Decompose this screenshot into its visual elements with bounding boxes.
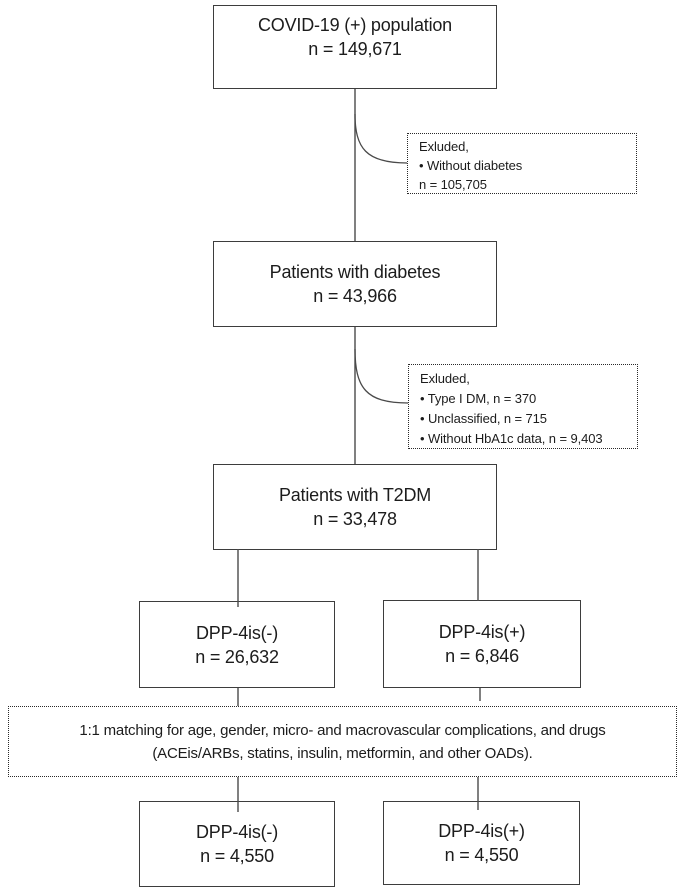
exclusion-2-item-hba1c: • Without HbA1c data, n = 9,403 <box>420 431 603 446</box>
exclusion-2-header: Exluded, <box>420 371 470 386</box>
box-patients-with-t2dm: Patients with T2DM n = 33,478 <box>213 464 497 550</box>
exclusion-1-item: • Without diabetes <box>419 158 523 173</box>
exclusion-box-t2dm-criteria: Exluded, • Type I DM, n = 370 • Unclassi… <box>408 364 638 449</box>
box-dpp4i-negative-title: DPP-4is(-) <box>196 622 278 643</box>
box-patients-with-diabetes: Patients with diabetes n = 43,966 <box>213 241 497 327</box>
box-dpp4i-positive: DPP-4is(+) n = 6,846 <box>383 600 581 688</box>
box-dpp4i-negative-matched: DPP-4is(-) n = 4,550 <box>139 801 335 887</box>
box-dpp4i-negative-count: n = 26,632 <box>195 646 279 667</box>
exclusion-box-without-diabetes: Exluded, • Without diabetes n = 105,705 <box>407 133 637 194</box>
box-diabetes-title: Patients with diabetes <box>269 262 441 282</box>
matching-criteria-line1: 1:1 matching for age, gender, micro- and… <box>79 721 606 739</box>
box-covid-population: COVID-19 (+) population n = 149,671 <box>213 5 497 89</box>
branch-curve-exclusion-1 <box>354 113 408 164</box>
box-t2dm-title: Patients with T2DM <box>278 485 432 505</box>
exclusion-2-item-type1dm: • Type I DM, n = 370 <box>420 391 537 406</box>
box-diabetes-count: n = 43,966 <box>313 286 397 306</box>
box-covid-population-count: n = 149,671 <box>308 39 402 59</box>
box-dpp4i-positive-count: n = 6,846 <box>445 646 519 666</box>
exclusion-2-item-unclassified: • Unclassified, n = 715 <box>420 411 547 426</box>
box-dpp4i-positive-matched-title: DPP-4is(+) <box>438 821 525 841</box>
box-dpp4i-negative-matched-title: DPP-4is(-) <box>196 822 278 842</box>
exclusion-1-header: Exluded, <box>419 139 469 154</box>
branch-curve-exclusion-2 <box>354 348 409 404</box>
exclusion-1-count: n = 105,705 <box>419 177 487 192</box>
box-dpp4i-positive-matched: DPP-4is(+) n = 4,550 <box>383 801 580 885</box>
box-dpp4i-positive-matched-count: n = 4,550 <box>444 845 519 865</box>
box-covid-population-title: COVID-19 (+) population <box>258 15 452 35</box>
box-dpp4i-negative-matched-count: n = 4,550 <box>200 846 274 866</box>
box-dpp4i-positive-title: DPP-4is(+) <box>438 622 526 642</box>
matching-criteria-line2: (ACEis/ARBs, statins, insulin, metformin… <box>152 744 533 762</box>
box-t2dm-count: n = 33,478 <box>313 509 397 529</box>
matching-criteria-box: 1:1 matching for age, gender, micro- and… <box>8 706 677 777</box>
box-dpp4i-negative: DPP-4is(-) n = 26,632 <box>139 601 335 688</box>
